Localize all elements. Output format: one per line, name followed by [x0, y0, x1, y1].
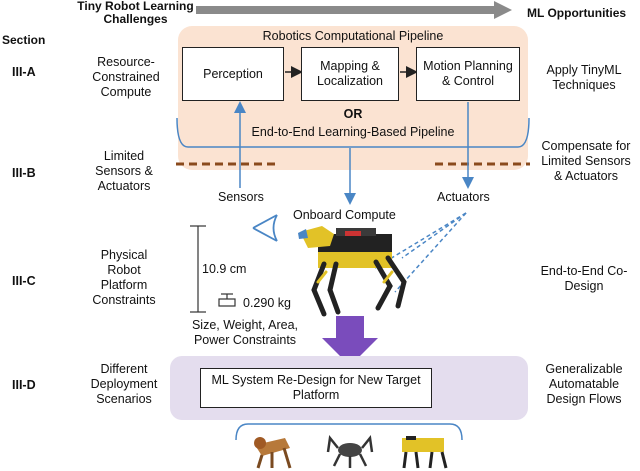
robot-wooden: [254, 437, 292, 469]
stage-motion-planning: Motion Planning & Control: [416, 47, 520, 101]
opportunity-tinyml: Apply TinyML Techniques: [546, 63, 622, 92]
weight-label: 0.290 kg: [243, 296, 291, 310]
robot-dog-image: [298, 226, 407, 317]
section-id-III-D: III-D: [12, 378, 36, 392]
weight-scale-icon: [218, 293, 236, 307]
challenge-limited-sensors: Limited Sensors & Actuators: [95, 149, 153, 193]
redesign-big-arrow: [322, 316, 378, 366]
robot-hexapod: [326, 434, 374, 468]
redesign-box: ML System Re-Design for New Target Platf…: [200, 368, 432, 408]
opportunities-header: ML Opportunities: [527, 6, 627, 20]
challenge-physical-constraints: Physical Robot Platform Constraints: [92, 248, 156, 307]
pipeline-title: Robotics Computational Pipeline: [262, 29, 444, 43]
target-platform-robots: [254, 434, 448, 469]
sensor-cone-icon: [252, 214, 278, 242]
challenge-deployment-scenarios: Different Deployment Scenarios: [90, 362, 158, 406]
height-dimension-bar: [190, 225, 206, 313]
stage-mapping-localization: Mapping & Localization: [301, 47, 399, 101]
section-header: Section: [2, 33, 46, 47]
platforms-bracket: [235, 423, 463, 441]
section-id-III-C: III-C: [12, 274, 36, 288]
sensors-label: Sensors: [218, 190, 264, 204]
actuators-label: Actuators: [437, 190, 490, 204]
section-id-III-B: III-B: [12, 166, 36, 180]
swap-constraints-label: Size, Weight, Area, Power Constraints: [191, 318, 299, 347]
section-id-III-A: III-A: [12, 65, 36, 79]
robot-yellow-quadruped: [402, 436, 448, 469]
header-arrow: [196, 1, 512, 19]
end-to-end-pipeline-label: End-to-End Learning-Based Pipeline: [251, 125, 455, 139]
actuator-dashed-lines: [374, 212, 467, 293]
stage-perception: Perception: [182, 47, 284, 101]
opportunity-compensate: Compensate for Limited Sensors & Actuato…: [541, 139, 631, 183]
height-label: 10.9 cm: [202, 262, 247, 276]
opportunity-design-flows: Generalizable Automatable Design Flows: [545, 362, 623, 406]
challenges-header: Tiny Robot Learning Challenges: [77, 0, 194, 26]
opportunity-codesign: End-to-End Co-Design: [540, 264, 628, 293]
challenge-resource-constrained: Resource-Constrained Compute: [92, 55, 160, 99]
end-to-end-bracket: [176, 117, 530, 148]
pipeline-or-label: OR: [343, 107, 363, 121]
onboard-compute-label: Onboard Compute: [293, 208, 396, 222]
